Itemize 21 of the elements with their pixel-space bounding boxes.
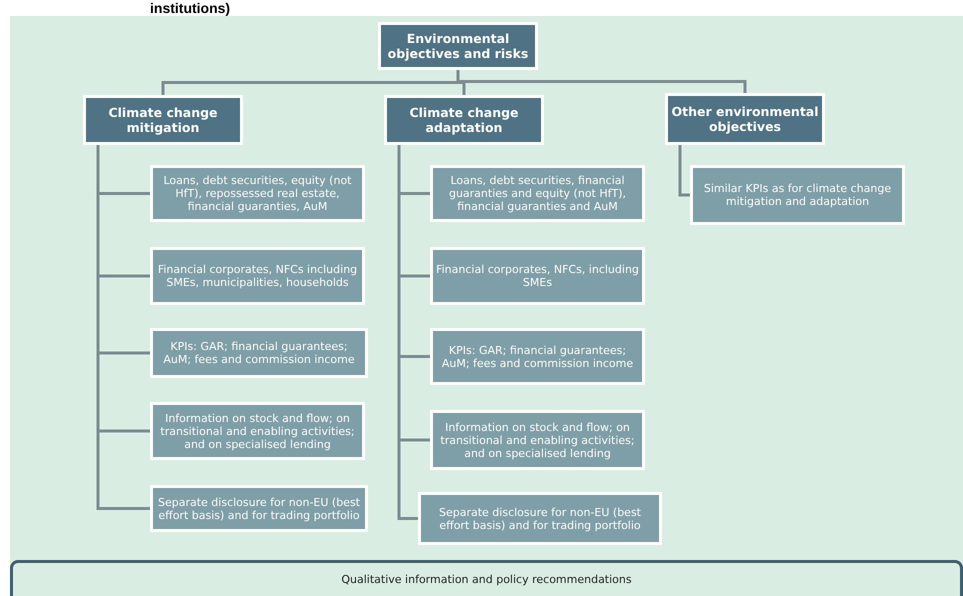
heading: institutions) xyxy=(150,0,230,16)
connector-line xyxy=(456,70,746,93)
detail-box: Loans, debt securities, financial guaranties and equity (not HfT), financial guaranties and AuM xyxy=(430,165,645,222)
connector-line xyxy=(398,145,418,520)
category-box: Climate change mitigation xyxy=(83,95,243,145)
detail-box: Financial corporates, NFCs including SMEs, municipalities, households xyxy=(150,247,365,305)
detail-box: Separate disclosure for non-EU (best effort basis) and for trading portfolio xyxy=(150,485,368,532)
connector-line xyxy=(96,145,150,510)
detail-box: Separate disclosure for non-EU (best effort basis) and for trading portfolio xyxy=(418,492,662,545)
detail-box: KPIs: GAR; financial guarantees; AuM; fees and commission income xyxy=(150,328,368,378)
connector-line xyxy=(678,145,690,196)
category-box: Other environmental objectives xyxy=(665,93,825,145)
category-box: Climate change adaptation xyxy=(384,95,544,145)
detail-box: Similar KPIs as for climate change mitigation and adaptation xyxy=(690,165,905,225)
detail-box: Loans, debt securities, equity (not HfT), repossessed real estate, financial guaranties, AuM xyxy=(150,165,365,222)
detail-box: Information on stock and flow; on transitional and enabling activities; and on specialised lending xyxy=(150,402,365,460)
detail-box: Information on stock and flow; on transitional and enabling activities; and on specialised lending xyxy=(430,410,645,470)
category-box: Environmental objectives and risks xyxy=(378,22,538,70)
footer-band: Qualitative information and policy recommendations xyxy=(10,560,963,596)
detail-box: Financial corporates, NFCs, including SMEs xyxy=(430,247,645,305)
detail-box: KPIs: GAR; financial guarantees; AuM; fees and commission income xyxy=(430,328,645,385)
